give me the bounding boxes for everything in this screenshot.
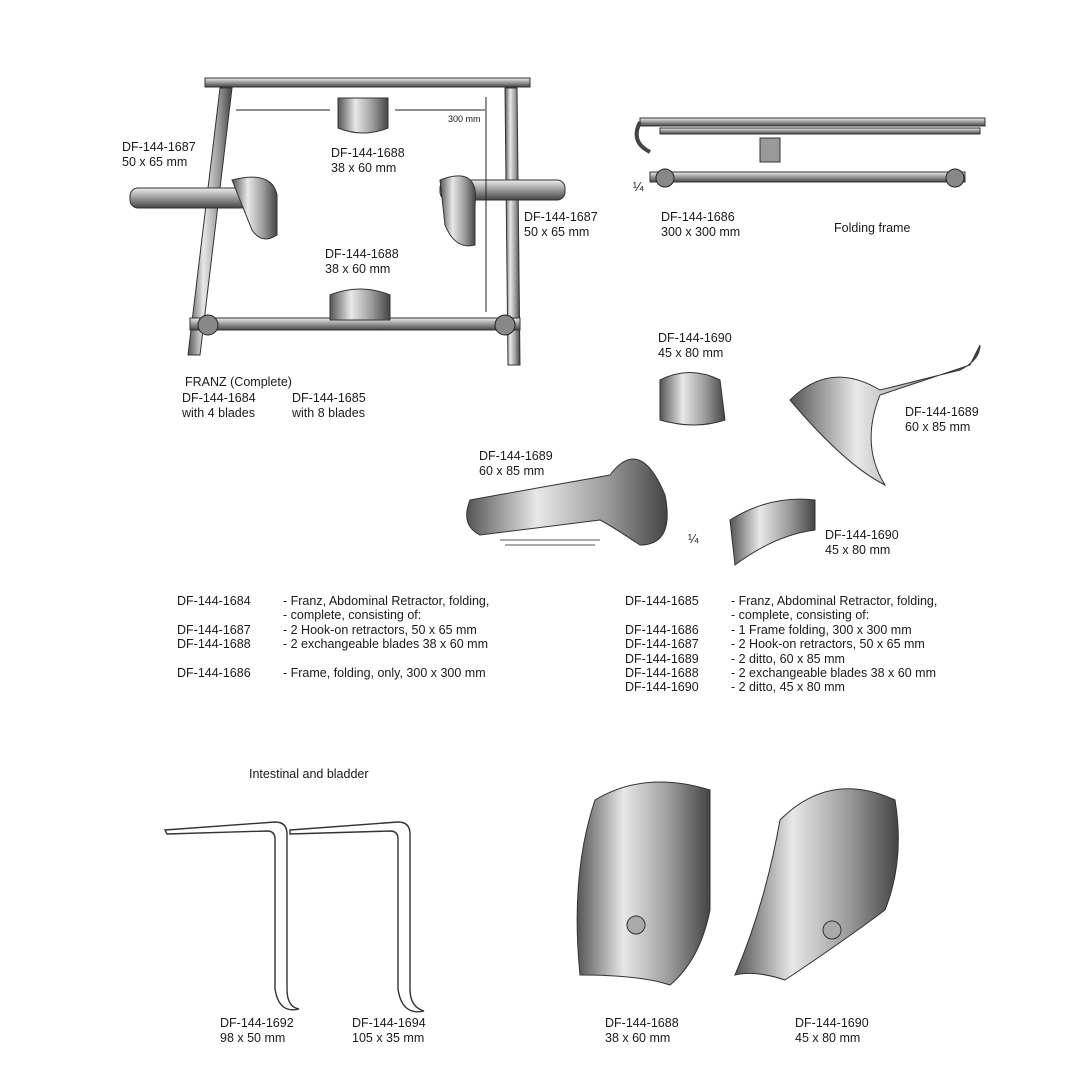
spec-table-left: DF-144-1684 - Franz, Abdominal Retractor,…	[177, 594, 489, 680]
item-code: DF-144-1685	[625, 594, 699, 608]
table-row: DF-144-1687 - 2 Hook-on retractors, 50 x …	[177, 623, 489, 637]
item-code: DF-144-1684	[177, 594, 251, 608]
frame-scale: ¼	[633, 180, 644, 194]
table-row: DF-144-1685 - Franz, Abdominal Retractor,…	[625, 594, 937, 608]
dimension-label: 300 mm	[448, 114, 481, 124]
item-desc: - Franz, Abdominal Retractor, folding,	[731, 594, 938, 608]
table-row: DF-144-1686 - 1 Frame folding, 300 x 300 …	[625, 623, 937, 637]
blades-scale: ¼	[688, 532, 699, 546]
item-code: DF-144-1687	[625, 637, 699, 652]
item-desc: - 2 ditto, 45 x 80 mm	[731, 680, 845, 695]
table-row: DF-144-1689 - 2 ditto, 60 x 85 mm	[625, 652, 937, 666]
item-desc: - 2 exchangeable blades 38 x 60 mm	[283, 637, 488, 652]
item-code: DF-144-1687	[177, 622, 251, 637]
item-desc: - complete, consisting of:	[731, 608, 870, 623]
table-row: - complete, consisting of:	[177, 608, 489, 622]
blades-set-image	[466, 344, 981, 566]
folding-frame-image	[634, 117, 986, 188]
table-row: DF-144-1688 - 2 exchangeable blades 38 x …	[625, 666, 937, 680]
intestinal-title: Intestinal and bladder	[249, 767, 369, 781]
item-code: DF-144-1688	[177, 637, 251, 652]
item-desc: - 2 ditto, 60 x 85 mm	[731, 651, 845, 666]
item-desc: - Frame, folding, only, 300 x 300 mm	[283, 665, 486, 680]
item-code: DF-144-1686	[625, 622, 699, 637]
table-row: DF-144-1688 - 2 exchangeable blades 38 x …	[177, 637, 489, 651]
item-code: DF-144-1686	[177, 665, 251, 680]
franz-title: FRANZ (Complete)	[185, 375, 292, 389]
table-row: DF-144-1686 - Frame, folding, only, 300 x…	[177, 666, 489, 680]
item-desc: - 2 Hook-on retractors, 50 x 65 mm	[283, 622, 477, 637]
item-desc: - 2 exchangeable blades 38 x 60 mm	[731, 665, 936, 680]
intestinal-retractors-image	[163, 821, 425, 1013]
item-desc: - complete, consisting of:	[283, 608, 422, 623]
item-code: DF-144-1688	[625, 665, 699, 680]
item-code: DF-144-1689	[625, 651, 699, 666]
item-code	[177, 608, 283, 622]
large-blades-image	[576, 781, 899, 986]
table-row: DF-144-1690 - 2 ditto, 45 x 80 mm	[625, 680, 937, 694]
table-row: DF-144-1687 - 2 Hook-on retractors, 50 x …	[625, 637, 937, 651]
frame-title: Folding frame	[834, 221, 911, 235]
item-code: DF-144-1690	[625, 680, 699, 695]
item-desc: - Franz, Abdominal Retractor, folding,	[283, 594, 490, 608]
item-code	[625, 608, 731, 622]
table-row: - complete, consisting of:	[625, 608, 937, 622]
franz-retractor-image	[129, 77, 566, 366]
item-desc: - 2 Hook-on retractors, 50 x 65 mm	[731, 637, 925, 652]
spec-table-right: DF-144-1685 - Franz, Abdominal Retractor,…	[625, 594, 937, 695]
item-desc: - 1 Frame folding, 300 x 300 mm	[731, 622, 912, 637]
table-row: DF-144-1684 - Franz, Abdominal Retractor,…	[177, 594, 489, 608]
